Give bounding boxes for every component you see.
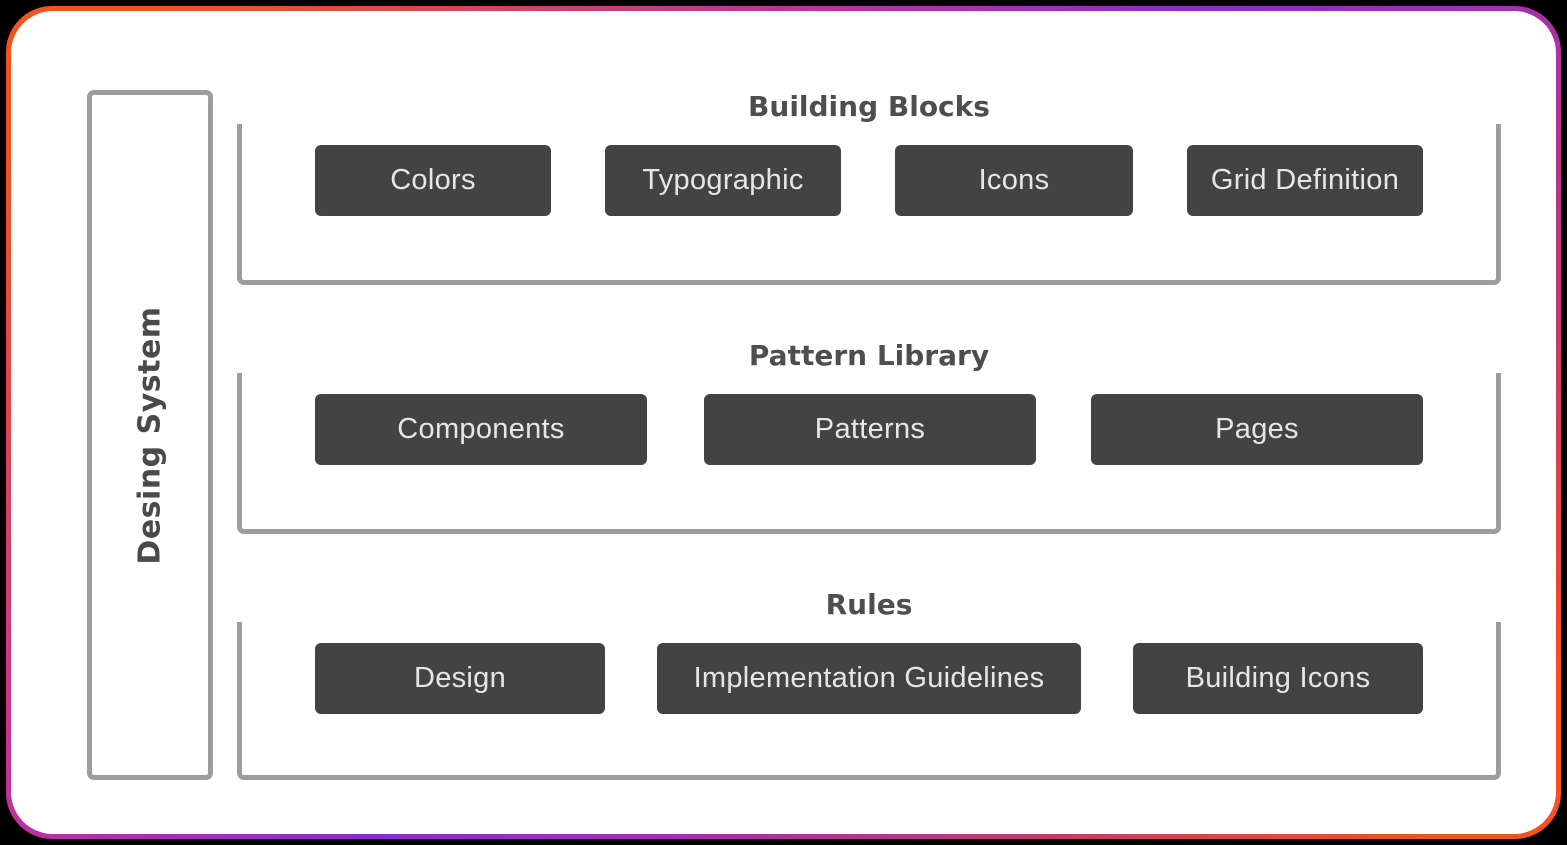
gradient-frame: Desing System Building Blocks Colors Typ…: [6, 6, 1561, 839]
chip-row-pattern-library: Components Patterns Pages: [237, 339, 1501, 534]
chip-design[interactable]: Design: [315, 643, 605, 714]
chip-typographic[interactable]: Typographic: [605, 145, 841, 216]
section-title-pattern-library: Pattern Library: [237, 339, 1501, 373]
chip-components[interactable]: Components: [315, 394, 647, 465]
section-building-blocks: Building Blocks Colors Typographic Icons…: [237, 90, 1501, 285]
chip-implementation-guidelines[interactable]: Implementation Guidelines: [657, 643, 1081, 714]
chip-icons[interactable]: Icons: [895, 145, 1133, 216]
section-frame: [237, 605, 1501, 780]
design-system-sidebar[interactable]: Desing System: [87, 90, 213, 780]
chip-grid-definition[interactable]: Grid Definition: [1187, 145, 1423, 216]
section-title-rules: Rules: [237, 588, 1501, 622]
chip-pages[interactable]: Pages: [1091, 394, 1423, 465]
chip-colors[interactable]: Colors: [315, 145, 551, 216]
chip-building-icons[interactable]: Building Icons: [1133, 643, 1423, 714]
chip-row-building-blocks: Colors Typographic Icons Grid Definition: [237, 90, 1501, 285]
diagram-surface: Desing System Building Blocks Colors Typ…: [11, 11, 1556, 834]
chip-patterns[interactable]: Patterns: [704, 394, 1036, 465]
design-system-label: Desing System: [132, 305, 168, 565]
section-frame: [237, 356, 1501, 534]
section-pattern-library: Pattern Library Components Patterns Page…: [237, 339, 1501, 534]
section-frame: [237, 107, 1501, 285]
section-rules: Rules Design Implementation Guidelines B…: [237, 588, 1501, 780]
section-title-building-blocks: Building Blocks: [237, 90, 1501, 124]
sections-container: Building Blocks Colors Typographic Icons…: [237, 90, 1501, 780]
chip-row-rules: Design Implementation Guidelines Buildin…: [237, 588, 1501, 780]
